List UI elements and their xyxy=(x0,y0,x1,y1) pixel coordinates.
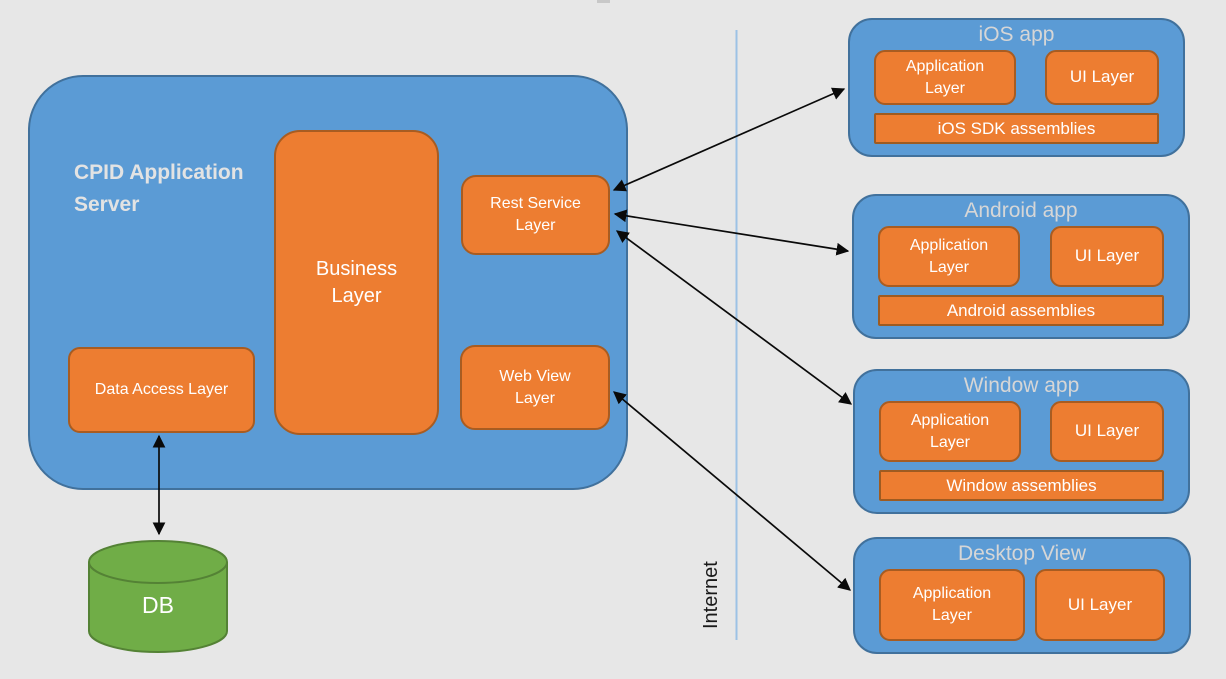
arrow-rest-to-android xyxy=(613,209,850,256)
ios-app-title: iOS app xyxy=(978,23,1055,46)
window-app-layer-row: Application Layer UI Layer xyxy=(879,401,1164,462)
business-layer-box: Business Layer xyxy=(274,130,439,435)
ios-app-layer-row: Application Layer UI Layer xyxy=(874,50,1159,105)
rest-service-layer-box: Rest Service Layer xyxy=(461,175,610,255)
desktop-application-layer-box: Application Layer xyxy=(879,569,1025,641)
ios-application-layer-box: Application Layer xyxy=(874,50,1016,105)
window-application-layer-box: Application Layer xyxy=(879,401,1021,462)
cpid-application-server-box: CPID Application Server Business Layer R… xyxy=(28,75,628,490)
window-app-panel: Window app Application Layer UI Layer Wi… xyxy=(853,369,1190,514)
db-label: DB xyxy=(142,592,174,618)
android-app-layer-row: Application Layer UI Layer xyxy=(878,226,1164,287)
arrow-webview-to-desktop xyxy=(613,391,851,591)
db-cylinder-top xyxy=(88,540,228,584)
ios-ui-layer-box: UI Layer xyxy=(1045,50,1159,105)
window-ui-layer-box: UI Layer xyxy=(1050,401,1164,462)
desktop-view-title: Desktop View xyxy=(957,542,1086,565)
android-app-panel: Android app Application Layer UI Layer A… xyxy=(852,194,1190,339)
window-app-title: Window app xyxy=(963,374,1080,397)
android-application-layer-box: Application Layer xyxy=(878,226,1020,287)
internet-label: Internet xyxy=(700,561,722,629)
server-title: CPID Application Server xyxy=(74,161,244,216)
desktop-view-panel: Desktop View Application Layer UI Layer xyxy=(853,537,1191,654)
android-assemblies-bar: Android assemblies xyxy=(878,295,1164,326)
scrollbar-artifact xyxy=(597,0,610,3)
ios-sdk-assemblies-bar: iOS SDK assemblies xyxy=(874,113,1159,144)
android-ui-layer-box: UI Layer xyxy=(1050,226,1164,287)
desktop-ui-layer-box: UI Layer xyxy=(1035,569,1165,641)
desktop-view-layer-row: Application Layer UI Layer xyxy=(879,569,1165,641)
web-view-layer-box: Web View Layer xyxy=(460,345,610,430)
android-app-title: Android app xyxy=(964,199,1078,222)
arrow-rest-to-ios xyxy=(612,87,846,192)
window-assemblies-bar: Window assemblies xyxy=(879,470,1164,501)
data-access-layer-box: Data Access Layer xyxy=(68,347,255,433)
ios-app-panel: iOS app Application Layer UI Layer iOS S… xyxy=(848,18,1185,157)
arrow-rest-to-window xyxy=(615,230,853,405)
